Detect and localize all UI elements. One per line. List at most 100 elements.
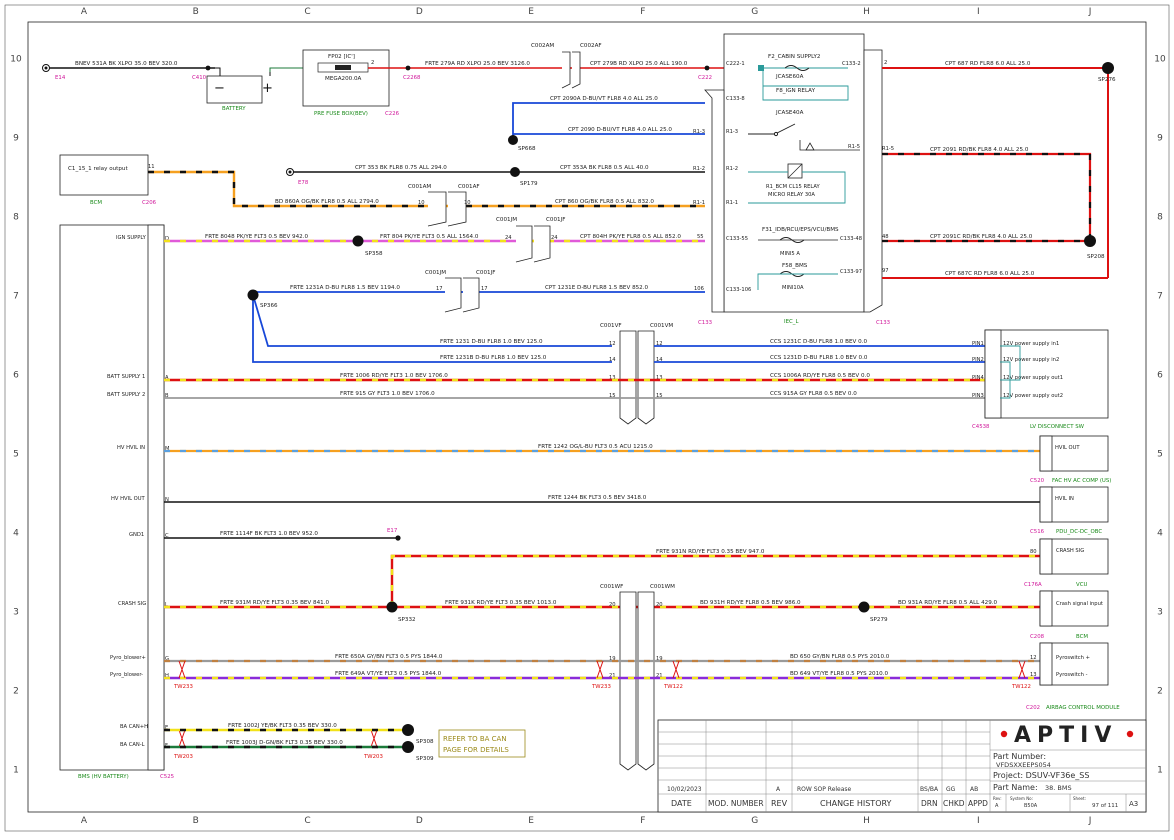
lv-in2: 12V power supply in2 bbox=[1003, 357, 1059, 363]
pin-c: C bbox=[165, 533, 169, 539]
c176a-label: C176A bbox=[1024, 582, 1042, 588]
twist-marker-icon bbox=[178, 660, 186, 679]
wire-931m: FRTE 931M RD/YE FLT3 0.35 BEV 841.0 bbox=[220, 600, 329, 606]
pin-l: L bbox=[165, 602, 168, 608]
pin-12: 12 bbox=[609, 341, 616, 347]
grid-column-label: H bbox=[863, 816, 870, 826]
wire-353a: CPT 353A BK FLR8 0.5 ALL 40.0 bbox=[560, 165, 649, 171]
grid-column-label: C bbox=[304, 7, 310, 17]
grid-column-label: J bbox=[1088, 816, 1092, 826]
fuse-f8: F8_IGN RELAY bbox=[776, 88, 816, 94]
bms-module bbox=[59, 224, 165, 771]
grid-row-label: 7 bbox=[1157, 292, 1163, 302]
pin-h: H bbox=[165, 673, 169, 679]
bms-pyro-minus: Pyro_blower- bbox=[110, 672, 143, 678]
sp332-label: SP332 bbox=[398, 617, 416, 623]
sp366-label: SP366 bbox=[260, 303, 278, 309]
c4538-label: C4538 bbox=[972, 424, 990, 430]
fuse-f8-rating: JCASE40A bbox=[775, 110, 804, 116]
r1-2-inner: R1-2 bbox=[726, 166, 738, 172]
c133-8-label: C133-8 bbox=[726, 96, 745, 102]
c133-55-label: C133-55 bbox=[726, 236, 748, 242]
grid-column-label: E bbox=[528, 7, 534, 17]
c222-label: C222 bbox=[698, 75, 712, 81]
bms-hvil-in: HV HVIL IN bbox=[117, 445, 145, 451]
sheet-label: Sheet: bbox=[1073, 796, 1086, 801]
vcu-crash-sig: CRASH SIG bbox=[1056, 548, 1084, 554]
header-drn: DRN bbox=[921, 799, 938, 808]
c222-1-label: C222-1 bbox=[726, 61, 745, 67]
sp308-label: SP308 bbox=[416, 739, 434, 745]
sp358-label: SP358 bbox=[365, 251, 383, 257]
grid-row-label: 1 bbox=[1157, 766, 1163, 776]
pin-19b: 19 bbox=[656, 656, 663, 662]
wire-bnev: BNEV 531A BK XLPO 35.0 BEV 320.0 bbox=[75, 61, 178, 67]
grid-column-label: G bbox=[751, 816, 758, 826]
wire-931n: FRTE 931N RD/YE FLT3 0.35 BEV 947.0 bbox=[656, 549, 765, 555]
c001vf-label: C001VF bbox=[600, 323, 622, 329]
wire-279a: FRTE 279A RD XLPO 25.0 BEV 3126.0 bbox=[425, 61, 530, 67]
bms-hvil-out: HV HVIL OUT bbox=[111, 496, 145, 502]
grid-column-label: I bbox=[977, 7, 980, 17]
c001am-label: C001AM bbox=[408, 184, 431, 190]
grid-row-label: 1 bbox=[13, 766, 19, 776]
splice-sp208 bbox=[1084, 235, 1096, 247]
lv-pin4: PIN4 bbox=[972, 375, 985, 381]
grid-row-label: 2 bbox=[1157, 687, 1163, 697]
c001wm-label: C001WM bbox=[650, 584, 675, 590]
e17-label: E17 bbox=[387, 528, 397, 534]
bcm-label: BCM bbox=[90, 200, 102, 206]
sp668-label: SP668 bbox=[518, 146, 536, 152]
change-chkd: GG bbox=[946, 786, 956, 793]
twist-marker-icon bbox=[672, 660, 680, 679]
connector-icon bbox=[704, 65, 710, 71]
splice-sp332 bbox=[386, 601, 398, 613]
wire-353: CPT 353 BK FLR8 0.75 ALL 294.0 bbox=[355, 165, 447, 171]
wire-915: FRTE 915 GY FLT3 1.0 BEV 1706.0 bbox=[340, 391, 435, 397]
lv-pin2: PIN2 bbox=[972, 357, 984, 363]
inline-connector-c001j-bottom bbox=[444, 277, 480, 313]
pin-20b: 20 bbox=[656, 602, 663, 608]
sp179-label: SP179 bbox=[520, 181, 538, 187]
inline-connector-c001j-top bbox=[515, 225, 551, 263]
splice-sp279 bbox=[858, 601, 870, 613]
lv-label: LV DISCONNECT SW bbox=[1030, 424, 1085, 430]
rev-label: Rev: bbox=[993, 796, 1002, 801]
bms-gnd1: GND1 bbox=[129, 532, 144, 538]
splice-sp668 bbox=[508, 135, 518, 145]
splice-sp276 bbox=[1102, 62, 1114, 74]
change-drn: BS/BA bbox=[920, 786, 939, 793]
pin-m: M bbox=[165, 446, 169, 452]
fuse-f2: F2_CABIN SUPPLY2 bbox=[768, 54, 821, 60]
vcu-label: VCU bbox=[1076, 582, 1087, 588]
c516-label: C516 bbox=[1030, 529, 1045, 535]
lv-pin1: PIN1 bbox=[972, 341, 984, 347]
lv-in1: 12V power supply in1 bbox=[1003, 341, 1059, 347]
bms-crash-sig: CRASH SIG bbox=[118, 601, 146, 607]
wire-650: BD 650 GY/BN FLR8 0.5 PYS 2010.0 bbox=[790, 654, 890, 660]
inline-connector-c001w bbox=[619, 591, 655, 771]
title-block: APTIV Part Number: VFDSXXEEPS054 Project… bbox=[657, 719, 1147, 813]
crash-input: Crash signal input bbox=[1056, 601, 1103, 607]
wire-804h: CPT 804H PK/YE FLR8 0.5 ALL 852.0 bbox=[580, 234, 681, 240]
wire-687c: CPT 687C RD FLR8 6.0 ALL 25.0 bbox=[945, 271, 1035, 277]
ground-terminal-icon bbox=[395, 535, 401, 541]
pyroswitch-plus: Pyroswitch + bbox=[1056, 655, 1090, 661]
r1-5-label: R1-5 bbox=[882, 146, 894, 152]
pin-20: 20 bbox=[609, 602, 616, 608]
lv-out2: 12V power supply out2 bbox=[1003, 393, 1063, 399]
grid-column-label: A bbox=[81, 816, 88, 826]
header-mod: MOD. NUMBER bbox=[708, 799, 764, 808]
c001jm-label: C001JM bbox=[496, 217, 517, 223]
pin-13c: 13 bbox=[1030, 672, 1037, 678]
c133-97-label: C133-97 bbox=[840, 269, 862, 275]
tw203-label-a: TW203 bbox=[173, 754, 193, 760]
pin-a: A bbox=[165, 375, 169, 381]
pin-14: 14 bbox=[609, 357, 616, 363]
bcm-label-2: BCM bbox=[1076, 634, 1088, 640]
grid-column-label: F bbox=[640, 7, 645, 17]
inline-connector-c001v bbox=[619, 330, 655, 425]
twist-marker-icon bbox=[1018, 660, 1026, 679]
hvil-in-pin: HVIL IN bbox=[1055, 496, 1074, 502]
pin-b: B bbox=[165, 393, 169, 399]
